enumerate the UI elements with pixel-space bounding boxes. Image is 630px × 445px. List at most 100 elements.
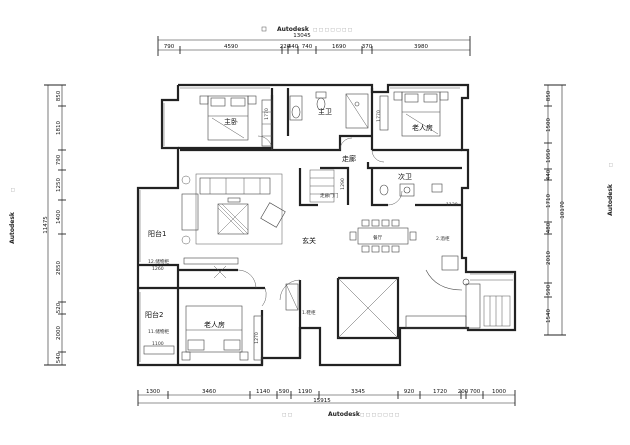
bottom-dim-9: 200 [458,389,469,395]
top-dim-7: 370 [362,44,373,50]
bottom-dim-3: 1140 [256,389,270,395]
label-wine-cabinet: 2.酒柜 [436,235,450,242]
right-dim-3: 1050 [546,149,552,163]
room-elder-top: 老人房 [412,123,433,132]
right-dim-1: 850 [546,90,552,101]
left-total-dimension: 11475 [43,216,49,234]
left-dimension-chain: 11475 850 1810 790 1250 1400 2850 520 20… [43,84,66,366]
watermark-faint-bottom: □ □ □ □ □ □ □ [360,413,399,418]
watermark-faint-bottom-left: □ □ [282,413,292,418]
right-dimension-chain: 850 1500 1050 440 1710 480 2010 590 1540… [544,84,566,336]
watermark-brand-right: Autodesk [607,183,614,216]
bottom-dim-7: 920 [404,389,415,395]
master-bed [199,95,257,141]
right-dim-8: 590 [546,284,552,295]
label-dim-1770-a: 1770 [264,108,270,120]
annotations: 1770 1770 1290 1130 1260 1100 1270 走廊门门 … [148,108,458,347]
right-dim-6: 480 [546,222,552,233]
master-closet [261,99,273,147]
watermark-brand-left: Autodesk [9,211,16,244]
label-corridor-door: 走廊门门 [320,192,339,199]
bottom-dim-4: 590 [279,389,290,395]
watermark-box-right-icon: □ [609,163,614,167]
bottom-dim-5: 1190 [298,389,312,395]
room-balcony-1: 阳台1 [148,229,166,238]
left-dim-3: 790 [56,154,62,165]
left-dim-5: 1400 [56,210,62,224]
right-watermark: Autodesk □ [607,163,614,216]
stair-void [337,277,399,339]
room-foyer: 玄关 [302,236,316,245]
bottom-dim-11: 1000 [492,389,506,395]
label-dim-1770-b: 1770 [376,110,382,122]
watermark-box-left-icon: □ [11,188,16,192]
room-master-bath: 主卫 [318,107,332,116]
left-dim-8: 2000 [56,326,62,340]
room-corridor: 走廊 [342,154,356,163]
room-second-bath: 次卫 [398,172,412,181]
right-dim-5: 1710 [546,194,552,208]
label-shoe-cabinet: 1.鞋柜 [302,309,316,316]
label-dim-1130: 1130 [446,202,458,208]
left-dim-6: 2850 [56,261,62,275]
right-dim-9: 1540 [546,309,552,323]
room-elder-bottom: 老人房 [204,320,225,329]
top-dim-4: 440 [288,44,299,50]
bottom-dimension-chain: 1300 3460 1140 590 1190 3345 920 1720 20… [137,389,516,406]
top-dim-8: 3980 [414,44,428,50]
bottom-dim-10: 700 [470,389,481,395]
tv-cabinet [183,257,239,279]
label-dim-1290: 1290 [340,178,346,190]
top-total-dimension: 13045 [293,33,311,39]
balcony2-cabinet [143,345,175,355]
second-bath-fixtures [379,183,443,197]
room-labels: 主卧 主卫 老人房 走廊 次卫 阳台1 玄关 阳台2 老人房 餐厅 [145,107,433,329]
left-watermark: Autodesk □ [9,188,16,244]
bottom-dim-1: 1300 [146,389,160,395]
bottom-dim-8: 1720 [433,389,447,395]
label-balcony2-cabinet: 11.储物柜 [148,328,169,335]
right-dim-4: 440 [546,169,552,180]
top-dim-6: 1690 [332,44,346,50]
door-swings [237,135,403,307]
outer-walls [136,83,517,367]
label-dim-1260: 1260 [152,266,164,272]
room-dining: 餐厅 [373,234,383,241]
left-dim-7: 520 [56,302,62,313]
watermark-brand-top: Autodesk [277,26,310,33]
top-watermark: Autodesk □ □ □ □ □ □ □ [261,26,352,33]
left-dim-1: 850 [56,90,62,101]
master-bath-fixtures [289,91,369,129]
right-dim-7: 2010 [546,251,552,265]
bottom-dim-2: 3460 [202,389,216,395]
watermark-brand-bottom: Autodesk [328,411,361,418]
right-total-dimension: 10170 [560,201,566,219]
corridor-steps [309,169,335,203]
elder-bed-bottom [181,305,263,361]
shoe-cabinet [285,283,299,311]
elder-bed-top [379,91,449,137]
room-balcony-2: 阳台2 [145,310,163,319]
watermark-box-icon [261,26,267,32]
top-dim-2: 4590 [224,44,238,50]
left-dim-2: 1810 [56,121,62,135]
top-dimension-chain: 13045 790 4590 220 440 740 1690 370 3980 [157,33,471,56]
top-dim-5: 740 [302,44,313,50]
right-dim-2: 1500 [546,118,552,132]
watermark-faint-top: □ □ □ □ □ □ □ [313,28,352,33]
label-dim-1270: 1270 [254,332,260,344]
dining-set [349,219,417,253]
label-balcony1-cabinet: 12.储物柜 [148,258,169,265]
left-dim-4: 1250 [56,178,62,192]
bottom-total-dimension: 15915 [313,398,331,404]
left-dim-9: 540 [56,352,62,363]
bottom-dim-6: 3345 [351,389,365,395]
room-master-bedroom: 主卧 [224,117,238,126]
living-room-set [181,173,286,245]
label-dim-1100: 1100 [152,341,164,347]
bottom-watermark: □ □ Autodesk □ □ □ □ □ □ □ [282,411,399,418]
top-dim-1: 790 [164,44,175,50]
kitchen-area [405,255,511,329]
top-dim-3: 220 [280,44,291,50]
